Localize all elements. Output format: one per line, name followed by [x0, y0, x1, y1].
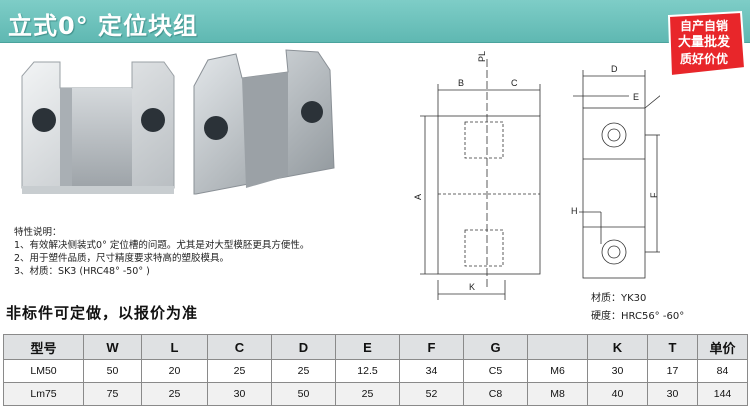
- col-header: E: [335, 334, 400, 360]
- product-photo-angle: [193, 49, 335, 195]
- table-cell: C8: [463, 382, 528, 406]
- dim-label-pl: PL: [477, 51, 487, 62]
- table-cell: 20: [141, 359, 208, 383]
- dim-label-a: A: [413, 194, 423, 200]
- dim-label-k: K: [469, 282, 475, 292]
- table-cell: 30: [647, 382, 698, 406]
- header-banner: 立式0° 定位块组: [0, 0, 750, 43]
- spec-table: 型号 W L C D E F G K T 单价 LM50 50 20 25 25…: [3, 334, 748, 406]
- table-cell: M8: [527, 382, 588, 406]
- table-cell: 25: [271, 359, 336, 383]
- promo-badge: 自产自销 大量批发 质好价优: [661, 10, 747, 80]
- technical-drawing: B C PL A K D E G F H: [413, 51, 660, 300]
- table-cell: Lm75: [3, 382, 84, 406]
- page-title: 立式0° 定位块组: [8, 12, 199, 40]
- table-row: Lm75 75 25 30 50 25 52 C8 M8 40 30 144: [3, 382, 748, 406]
- note-item-3: 3、材质：SK3 (HRC48° -50° ): [14, 266, 150, 277]
- col-header: C: [207, 334, 272, 360]
- table-cell: 34: [399, 359, 464, 383]
- col-header: T: [647, 334, 698, 360]
- hole-right: [141, 108, 165, 132]
- hardness-line: 硬度：HRC56° -60°: [591, 311, 685, 322]
- table-cell: 17: [647, 359, 698, 383]
- table-cell: 30: [207, 382, 272, 406]
- table-cell: 144: [697, 382, 748, 406]
- table-header-row: 型号 W L C D E F G K T 单价: [3, 334, 748, 360]
- col-header: F: [399, 334, 464, 360]
- custom-order-note: 非标件可定做，以报价为准: [6, 304, 199, 322]
- dim-label-b: B: [458, 78, 464, 88]
- dim-label-d: D: [611, 64, 618, 74]
- material-line: 材质：YK30: [591, 293, 647, 304]
- table-cell: 25: [141, 382, 208, 406]
- table-cell: C5: [463, 359, 528, 383]
- dim-label-f: F: [649, 192, 659, 198]
- table-cell: 50: [271, 382, 336, 406]
- col-header: G: [463, 334, 528, 360]
- table-cell: 84: [697, 359, 748, 383]
- table-cell: 25: [207, 359, 272, 383]
- hole-left: [32, 108, 56, 132]
- col-header: 型号: [3, 334, 84, 360]
- table-cell: 75: [83, 382, 142, 406]
- col-header: K: [587, 334, 648, 360]
- material-info: 材质：YK30 硬度：HRC56° -60°: [591, 290, 684, 326]
- table-cell: 52: [399, 382, 464, 406]
- note-item-2: 2、用于塑件品质，尺寸精度要求特高的塑胶模具。: [14, 253, 230, 264]
- notes-heading: 特性说明：: [14, 227, 62, 238]
- promo-badge-shape: [667, 10, 747, 78]
- hole-left-2: [204, 116, 228, 140]
- table-cell: LM50: [3, 359, 84, 383]
- col-header: D: [271, 334, 336, 360]
- promo-line-1: 自产自销: [679, 19, 728, 33]
- note-item-1: 1、有效解决侧装式0° 定位槽的问题。尤其是对大型模胚更具方便性。: [14, 240, 310, 251]
- dim-label-e: E: [633, 92, 639, 102]
- feature-notes: 特性说明： 1、有效解决侧装式0° 定位槽的问题。尤其是对大型模胚更具方便性。 …: [14, 226, 309, 278]
- table-cell: 12.5: [335, 359, 400, 383]
- table-cell: M6: [527, 359, 588, 383]
- table-cell: 50: [83, 359, 142, 383]
- table-row: LM50 50 20 25 25 12.5 34 C5 M6 30 17 84: [3, 359, 748, 383]
- dim-label-c: C: [511, 78, 518, 88]
- col-header: L: [141, 334, 208, 360]
- table-cell: 40: [587, 382, 648, 406]
- dim-label-h: H: [571, 206, 578, 216]
- promo-line-2: 大量批发: [677, 35, 730, 50]
- table-cell: 25: [335, 382, 400, 406]
- col-header: W: [83, 334, 142, 360]
- col-header: [527, 334, 588, 360]
- table-cell: 30: [587, 359, 648, 383]
- product-photo-front: [21, 61, 175, 194]
- col-header: 单价: [697, 334, 748, 360]
- promo-line-3: 质好价优: [679, 52, 728, 66]
- hole-right-2: [301, 101, 323, 123]
